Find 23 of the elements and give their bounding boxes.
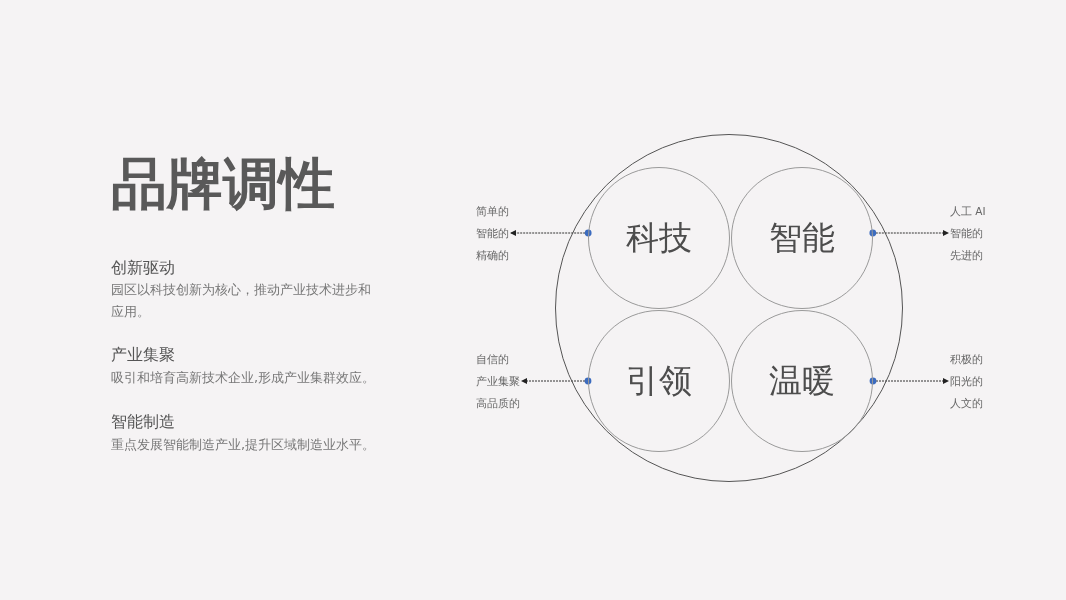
section-heading: 创新驱动 [111,257,176,279]
section-heading: 产业集聚 [111,344,176,366]
description: 重点发展智能制造产业,提升区域制造业水平。 [111,436,377,454]
section-heading: 智能制造 [111,411,176,433]
side-label: 人工 AI [950,204,986,219]
description: 园区以科技创新为核心，推动产业技术进步和应用。 [111,281,372,321]
arrow [869,377,949,385]
description: 吸引和培育高新技术企业,形成产业集群效应。 [111,369,377,387]
side-label: 智能的 [476,226,509,241]
side-label: 人文的 [950,396,983,411]
arrow [521,377,592,385]
side-label: 积极的 [950,352,983,367]
title: 品牌调性 [111,150,335,218]
arrow [510,229,592,237]
side-label: 高品质的 [476,396,520,411]
arrow [869,229,949,237]
side-label: 先进的 [950,248,984,263]
side-label: 阳光的 [950,374,983,389]
side-label: 产业集聚 [476,374,520,389]
side-label: 简单的 [476,204,509,219]
side-label: 自信的 [476,352,510,367]
side-label: 智能的 [950,226,984,241]
side-label: 精确的 [476,248,509,263]
